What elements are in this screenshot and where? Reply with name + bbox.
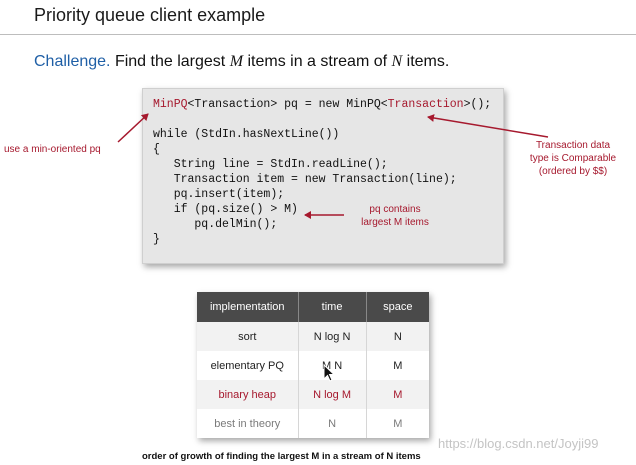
code-line-1-end: >(); xyxy=(463,98,492,111)
cell-space: M xyxy=(366,380,429,409)
challenge-var-m: M xyxy=(229,53,244,70)
cell-space: M xyxy=(366,409,429,438)
annotation-pq-contains: pq contains largest M items xyxy=(345,203,445,229)
challenge-text-3: items. xyxy=(402,53,450,70)
table-row: sort N log N N xyxy=(197,322,429,351)
annotation-comparable-line-1: Transaction data xyxy=(535,140,611,151)
header-implementation: implementation xyxy=(197,292,299,322)
mouse-pointer-icon xyxy=(323,364,335,382)
code-line-6: pq.insert(item); xyxy=(153,188,285,201)
table-row: best in theory N M xyxy=(197,409,429,438)
annotation-comparable: Transaction data type is Comparable (ord… xyxy=(513,139,633,178)
code-line-7: if (pq.size() > M) xyxy=(153,203,298,216)
code-line-2: while (StdIn.hasNextLine()) xyxy=(153,128,340,141)
code-line-3: { xyxy=(153,143,160,156)
header-time: time xyxy=(298,292,367,322)
cell-space: N xyxy=(366,322,429,351)
table-header-row: implementation time space xyxy=(197,292,429,322)
challenge-label: Challenge. xyxy=(34,53,111,70)
code-line-5: Transaction item = new Transaction(line)… xyxy=(153,173,457,186)
code-minpq-type: MinPQ xyxy=(153,98,188,111)
code-line-9: } xyxy=(153,233,160,246)
title-divider xyxy=(0,34,636,35)
watermark: https://blog.csdn.net/Joyji99 xyxy=(438,436,599,451)
code-line-1: MinPQ<Transaction> pq = new MinPQ<Transa… xyxy=(153,98,491,111)
cell-time: N log N xyxy=(298,322,367,351)
slide-title: Priority queue client example xyxy=(34,5,266,25)
cell-implementation: sort xyxy=(197,322,299,351)
challenge-text-1: Find the largest xyxy=(114,53,230,70)
table-caption: order of growth of finding the largest M… xyxy=(142,451,421,462)
cell-implementation: elementary PQ xyxy=(197,351,299,380)
annotation-comparable-line-2: type is Comparable xyxy=(529,153,617,164)
cell-time: N xyxy=(298,409,367,438)
code-line-8: pq.delMin(); xyxy=(153,218,278,231)
cell-implementation: best in theory xyxy=(197,409,299,438)
order-of-growth-table: implementation time space sort N log N N… xyxy=(197,292,429,438)
cell-time: M N xyxy=(298,351,367,380)
code-transaction-type: Transaction xyxy=(387,98,464,111)
code-line-4: String line = StdIn.readLine(); xyxy=(153,158,388,171)
challenge-var-n: N xyxy=(391,53,403,70)
annotation-pq-line-1: pq contains xyxy=(369,204,421,215)
annotation-comparable-line-3: (ordered by $$) xyxy=(538,166,608,177)
code-block: MinPQ<Transaction> pq = new MinPQ<Transa… xyxy=(142,88,504,264)
cell-implementation: binary heap xyxy=(197,380,299,409)
challenge-statement: Challenge. Find the largest M items in a… xyxy=(34,53,449,71)
table-row: binary heap N log M M xyxy=(197,380,429,409)
code-line-1-mid: <Transaction> pq = new MinPQ< xyxy=(187,98,388,111)
table-row: elementary PQ M N M xyxy=(197,351,429,380)
challenge-text-2: items in a stream of xyxy=(243,53,392,70)
annotation-pq-line-2: largest M items xyxy=(361,217,429,228)
annotation-min-oriented: use a min-oriented pq xyxy=(4,144,101,155)
header-space: space xyxy=(366,292,429,322)
cell-space: M xyxy=(366,351,429,380)
cell-time: N log M xyxy=(298,380,367,409)
